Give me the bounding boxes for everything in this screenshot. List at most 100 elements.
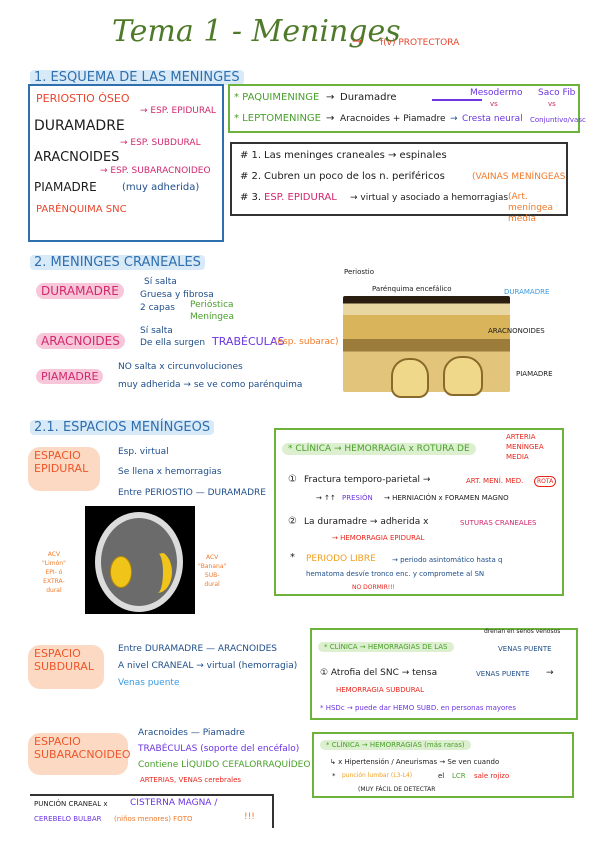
subarac-item-3: Contiene LÍQUIDO CEFALORRAQUÍDEO: [138, 760, 311, 770]
note-2-text: Cubren un poco de los n. periféricos: [264, 171, 445, 182]
subdural-clinic-venas: VENAS PUENTE: [498, 645, 552, 653]
subarac-point2-star: *: [332, 772, 336, 780]
point2-pink: SUTURAS CRANEALES: [460, 519, 537, 527]
meninges-photo: [343, 296, 510, 398]
paquimeninge-origin: Mesodermo: [470, 88, 523, 98]
leptomeninge-arrow2: →: [450, 114, 458, 124]
point1-text: Fractura temporo-parietal →: [304, 475, 431, 485]
piamadre-item-2: muy adherida → se ve como parénquima: [118, 380, 303, 390]
section-21-heading: 2.1. ESPACIOS MENÍNGEOS: [30, 420, 215, 435]
subarac-point1: ↳ x Hipertensión / Aneurismas → Se ven c…: [330, 758, 500, 766]
epidural-item-3: Entre PERIOSTIO — DURAMADRE: [118, 488, 266, 498]
epidural-clinic-artery: ARTERIA MENÍNGEA MEDIA: [506, 433, 544, 461]
title-arrow: →: [352, 34, 363, 48]
footer-note-box: PUNCIÓN CRANEAL x CISTERNA MAGNA / CEREB…: [30, 794, 274, 828]
layer-esp-epidural: → ESP. EPIDURAL: [140, 106, 216, 116]
piamadre-item-1: NO salta x circunvoluciones: [118, 362, 243, 372]
subarac-point3: (MUY FÁCIL DE DETECTAR: [358, 786, 436, 793]
vs-2: vs: [548, 100, 556, 108]
duramadre-capa-2: Meníngea: [190, 312, 234, 322]
epidural-item-1: Esp. virtual: [118, 447, 169, 457]
point2b: → HEMORRAGIA EPIDURAL: [332, 534, 425, 542]
leptomeninge-origin: Cresta neural: [462, 114, 523, 124]
subdural-point1: ① Atrofia del SNC → tensa: [320, 668, 438, 678]
footer-line2-orange: (niños menores) FOTO: [114, 815, 193, 823]
ct-left-caption: ACV "Limón" EPI- ó EXTRA- dural: [42, 551, 66, 594]
leptomeninge-fold: Conjuntivo/vasc: [530, 116, 586, 124]
trabeculas-note: (esp. subarac): [274, 337, 339, 347]
subarac-point2-el: el: [438, 772, 445, 780]
layer-parenquima: PARÉNQUIMA SNC: [36, 204, 127, 215]
subdural-point1-arrow: →: [546, 668, 554, 678]
section-2-heading: 2. MENINGES CRANEALES: [30, 255, 205, 270]
subdural-item-3: Venas puente: [118, 678, 180, 688]
vs-1: vs: [490, 100, 498, 108]
subarac-clinic-header: * CLÍNICA → HEMORRAGIAS (más raras): [320, 740, 471, 750]
ct-right-caption: ACV "Banana" SUB- dural: [198, 554, 227, 588]
layer-piamadre: PIAMADRE: [34, 180, 97, 194]
paquimeninge-term: * PAQUIMENINGE: [234, 92, 320, 103]
epidural-item-2: Se llena x hemorragias: [118, 467, 222, 477]
notes-box: # 1. Las meninges craneales → espinales …: [230, 142, 568, 224]
subdural-item-1: Entre DURAMADRE — ARACNOIDES: [118, 644, 278, 654]
note-1-text: Las meninges craneales → espinales: [264, 150, 447, 161]
figure-label-duramadre: DURAMADRE: [504, 288, 550, 296]
subarac-item-4: ARTERIAS, VENAS cerebrales: [140, 776, 242, 784]
subdural-note-small: drenan en senos venosos: [484, 628, 561, 635]
duramadre-label: DURAMADRE: [36, 283, 124, 299]
layer-piamadre-note: (muy adherida): [122, 182, 200, 193]
point1-circle: ROTA: [534, 476, 557, 487]
footer-line1: PUNCIÓN CRANEAL x: [34, 800, 108, 808]
point1b-text: → HERNIACIÓN x FORAMEN MAGNO: [384, 494, 509, 502]
subdural-label: ESPACIO SUBDURAL: [28, 645, 104, 689]
point1b-blue: PRESIÓN: [342, 494, 373, 502]
point3-yellow: PERIODO LIBRE: [306, 554, 376, 564]
aracnoides-item-2: De ella surgen: [140, 338, 206, 348]
point2-text: La duramadre → adherida x: [304, 517, 429, 527]
figure-label-aracnoides: ARACNONOIDES: [488, 327, 545, 335]
point1-num: ①: [288, 474, 297, 485]
subdural-point1-venas: VENAS PUENTE: [476, 670, 530, 678]
layer-esp-subdural: → ESP. SUBDURAL: [120, 138, 201, 148]
aracnoides-label: ARACNOIDES: [36, 333, 125, 349]
note-2-num: # 2.: [240, 171, 262, 182]
point3-star: *: [290, 552, 295, 563]
duramadre-item-3: 2 capas: [140, 303, 175, 313]
figure-label-periostio: Periostio: [344, 268, 375, 276]
leptomeninge-term: * LEPTOMENINGE: [234, 113, 322, 124]
duramadre-item-2: Gruesa y fibrosa: [140, 290, 214, 300]
warning-text: NO DORMIR!!!: [352, 584, 395, 591]
title-subtitle: f(v) PROTECTORA: [380, 38, 460, 48]
layer-periostio: PERIOSTIO ÓSEO: [36, 92, 130, 105]
point1-red: ART. MENÍ. MED.: [466, 477, 524, 485]
subarac-item-2: TRABÉCULAS (soporte del encéfalo): [138, 744, 300, 754]
section-1-heading: 1. ESQUEMA DE LAS MENINGES: [30, 70, 244, 85]
subarac-point2-red: sale rojizo: [474, 772, 510, 780]
layer-esp-subaracnoideo: → ESP. SUBARACNOIDEO: [100, 166, 211, 176]
point2-num: ②: [288, 516, 297, 527]
subarac-clinic-box: * CLÍNICA → HEMORRAGIAS (más raras) ↳ x …: [312, 732, 574, 798]
epidural-label: ESPACIO EPIDURAL: [28, 447, 100, 491]
point1b-arrow: → ↑↑: [316, 494, 336, 502]
subdural-item-2: A nivel CRANEAL → virtual (hemorragia): [118, 661, 298, 671]
subaracnoideo-label: ESPACIO SUBARACNOIDEO: [28, 733, 131, 775]
subdural-clinic-header: * CLÍNICA → HEMORRAGIAS DE LAS: [318, 642, 454, 652]
footer-line2-purple: CEREBELO BULBAR: [34, 815, 102, 823]
epidural-clinic-box: * CLÍNICA → HEMORRAGIA x ROTURA DE ARTER…: [274, 428, 564, 596]
layers-box: PERIOSTIO ÓSEO → ESP. EPIDURAL DURAMADRE…: [28, 84, 224, 242]
subdural-point2: * HSDc → puede dar HEMO SUBD. en persona…: [320, 704, 516, 712]
note-3-extra: (Art. meníngea media: [508, 192, 553, 224]
aracnoides-item-1: Sí salta: [140, 326, 173, 336]
trabeculas-label: TRABÉCULAS: [212, 335, 285, 348]
subdural-point1b: HEMORRAGIA SUBDURAL: [336, 686, 424, 694]
layer-aracnoides: ARACNOIDES: [34, 150, 120, 165]
note-3-key: ESP. EPIDURAL: [264, 192, 337, 203]
note-1-num: # 1.: [240, 150, 262, 161]
duramadre-capa-1: Perióstica: [190, 300, 234, 310]
subarac-point2-lcr: LCR: [452, 772, 466, 780]
paquimeninge-arrow: →: [326, 92, 335, 103]
figure-label-piamadre: PIAMADRE: [516, 370, 553, 378]
point3b-text: hematoma desvíe tronco enc. y compromete…: [306, 570, 485, 578]
note-3-text: → virtual y asociado a hemorragias: [350, 193, 509, 203]
meninges-types-box: * PAQUIMENINGE → Duramadre Mesodermo vs …: [228, 84, 586, 133]
